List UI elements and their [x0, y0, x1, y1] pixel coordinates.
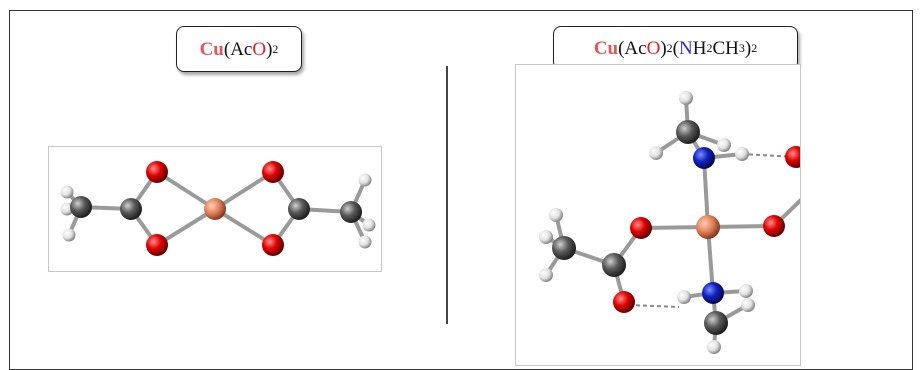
formula-metal: Cu [593, 37, 619, 59]
formula-text: (Ac [618, 37, 647, 59]
formula-text: ) [266, 38, 273, 60]
carbon-atom [340, 201, 362, 223]
formula-text: CH [712, 37, 739, 59]
oxygen-atom [262, 161, 284, 183]
hydrogen-atom [62, 228, 76, 242]
carbon-atom [676, 120, 700, 144]
copper-atom [204, 198, 226, 220]
oxygen-atom [262, 234, 284, 256]
formula-metal: Cu [199, 38, 224, 60]
carbon-atom [552, 236, 576, 260]
nitrogen-atom [702, 282, 724, 304]
formula-text: H [692, 37, 707, 59]
ball-and-stick-cu-acetate-methylamine [539, 91, 800, 354]
oxygen-atom [146, 161, 168, 183]
formula-subscript: 2 [751, 41, 758, 55]
carbon-atom [602, 253, 626, 277]
formula-oxygen: O [252, 38, 267, 60]
molecule-panel-right [515, 64, 801, 366]
carbon-atom [120, 198, 142, 220]
formula-subscript: 2 [706, 41, 713, 55]
carbon-atom [704, 311, 728, 335]
hydrogen-atom [741, 298, 755, 312]
oxygen-atom [613, 291, 635, 313]
hydrogen-atom [358, 235, 372, 249]
formula-subscript: 2 [666, 41, 673, 55]
bonds [544, 96, 800, 349]
hydrogen-atom [549, 208, 563, 222]
oxygen-atom [630, 217, 652, 239]
hydrogen-atom [735, 147, 749, 161]
hydrogen-atom [358, 173, 372, 187]
hydrogen-atom [707, 340, 721, 354]
ball-and-stick-cu-acetate [60, 161, 376, 256]
formula-text: ) [744, 37, 752, 59]
hydrogen-atom [649, 146, 663, 160]
hydrogen-atom [717, 138, 731, 152]
copper-atom [696, 215, 720, 239]
formula-subscript: 3 [738, 41, 745, 55]
hydrogen-atom [679, 91, 693, 105]
atoms [60, 161, 376, 256]
formula-subscript: 2 [272, 42, 279, 56]
panel-divider [446, 66, 448, 324]
oxygen-atom [763, 215, 785, 237]
hydrogen-atom [677, 290, 691, 304]
hydrogen-atom [539, 268, 553, 282]
oxygen-atom [785, 146, 800, 168]
oxygen-atom [146, 234, 168, 256]
formula-text: ) [660, 37, 667, 59]
atoms [539, 91, 800, 354]
hydrogen-atom [539, 230, 553, 244]
hydrogen-atom [362, 218, 376, 232]
formula-text: (Ac [223, 38, 253, 60]
hydrogen-atom [739, 284, 753, 298]
hydrogen-atom [60, 185, 74, 199]
formula-nitrogen: N [678, 37, 693, 59]
carbon-atom [288, 198, 310, 220]
carbon-atom [70, 196, 92, 218]
molecule-panel-left [48, 146, 382, 272]
nitrogen-atom [693, 147, 715, 169]
formula-text: ( [672, 37, 679, 59]
formula-oxygen: O [646, 37, 661, 59]
